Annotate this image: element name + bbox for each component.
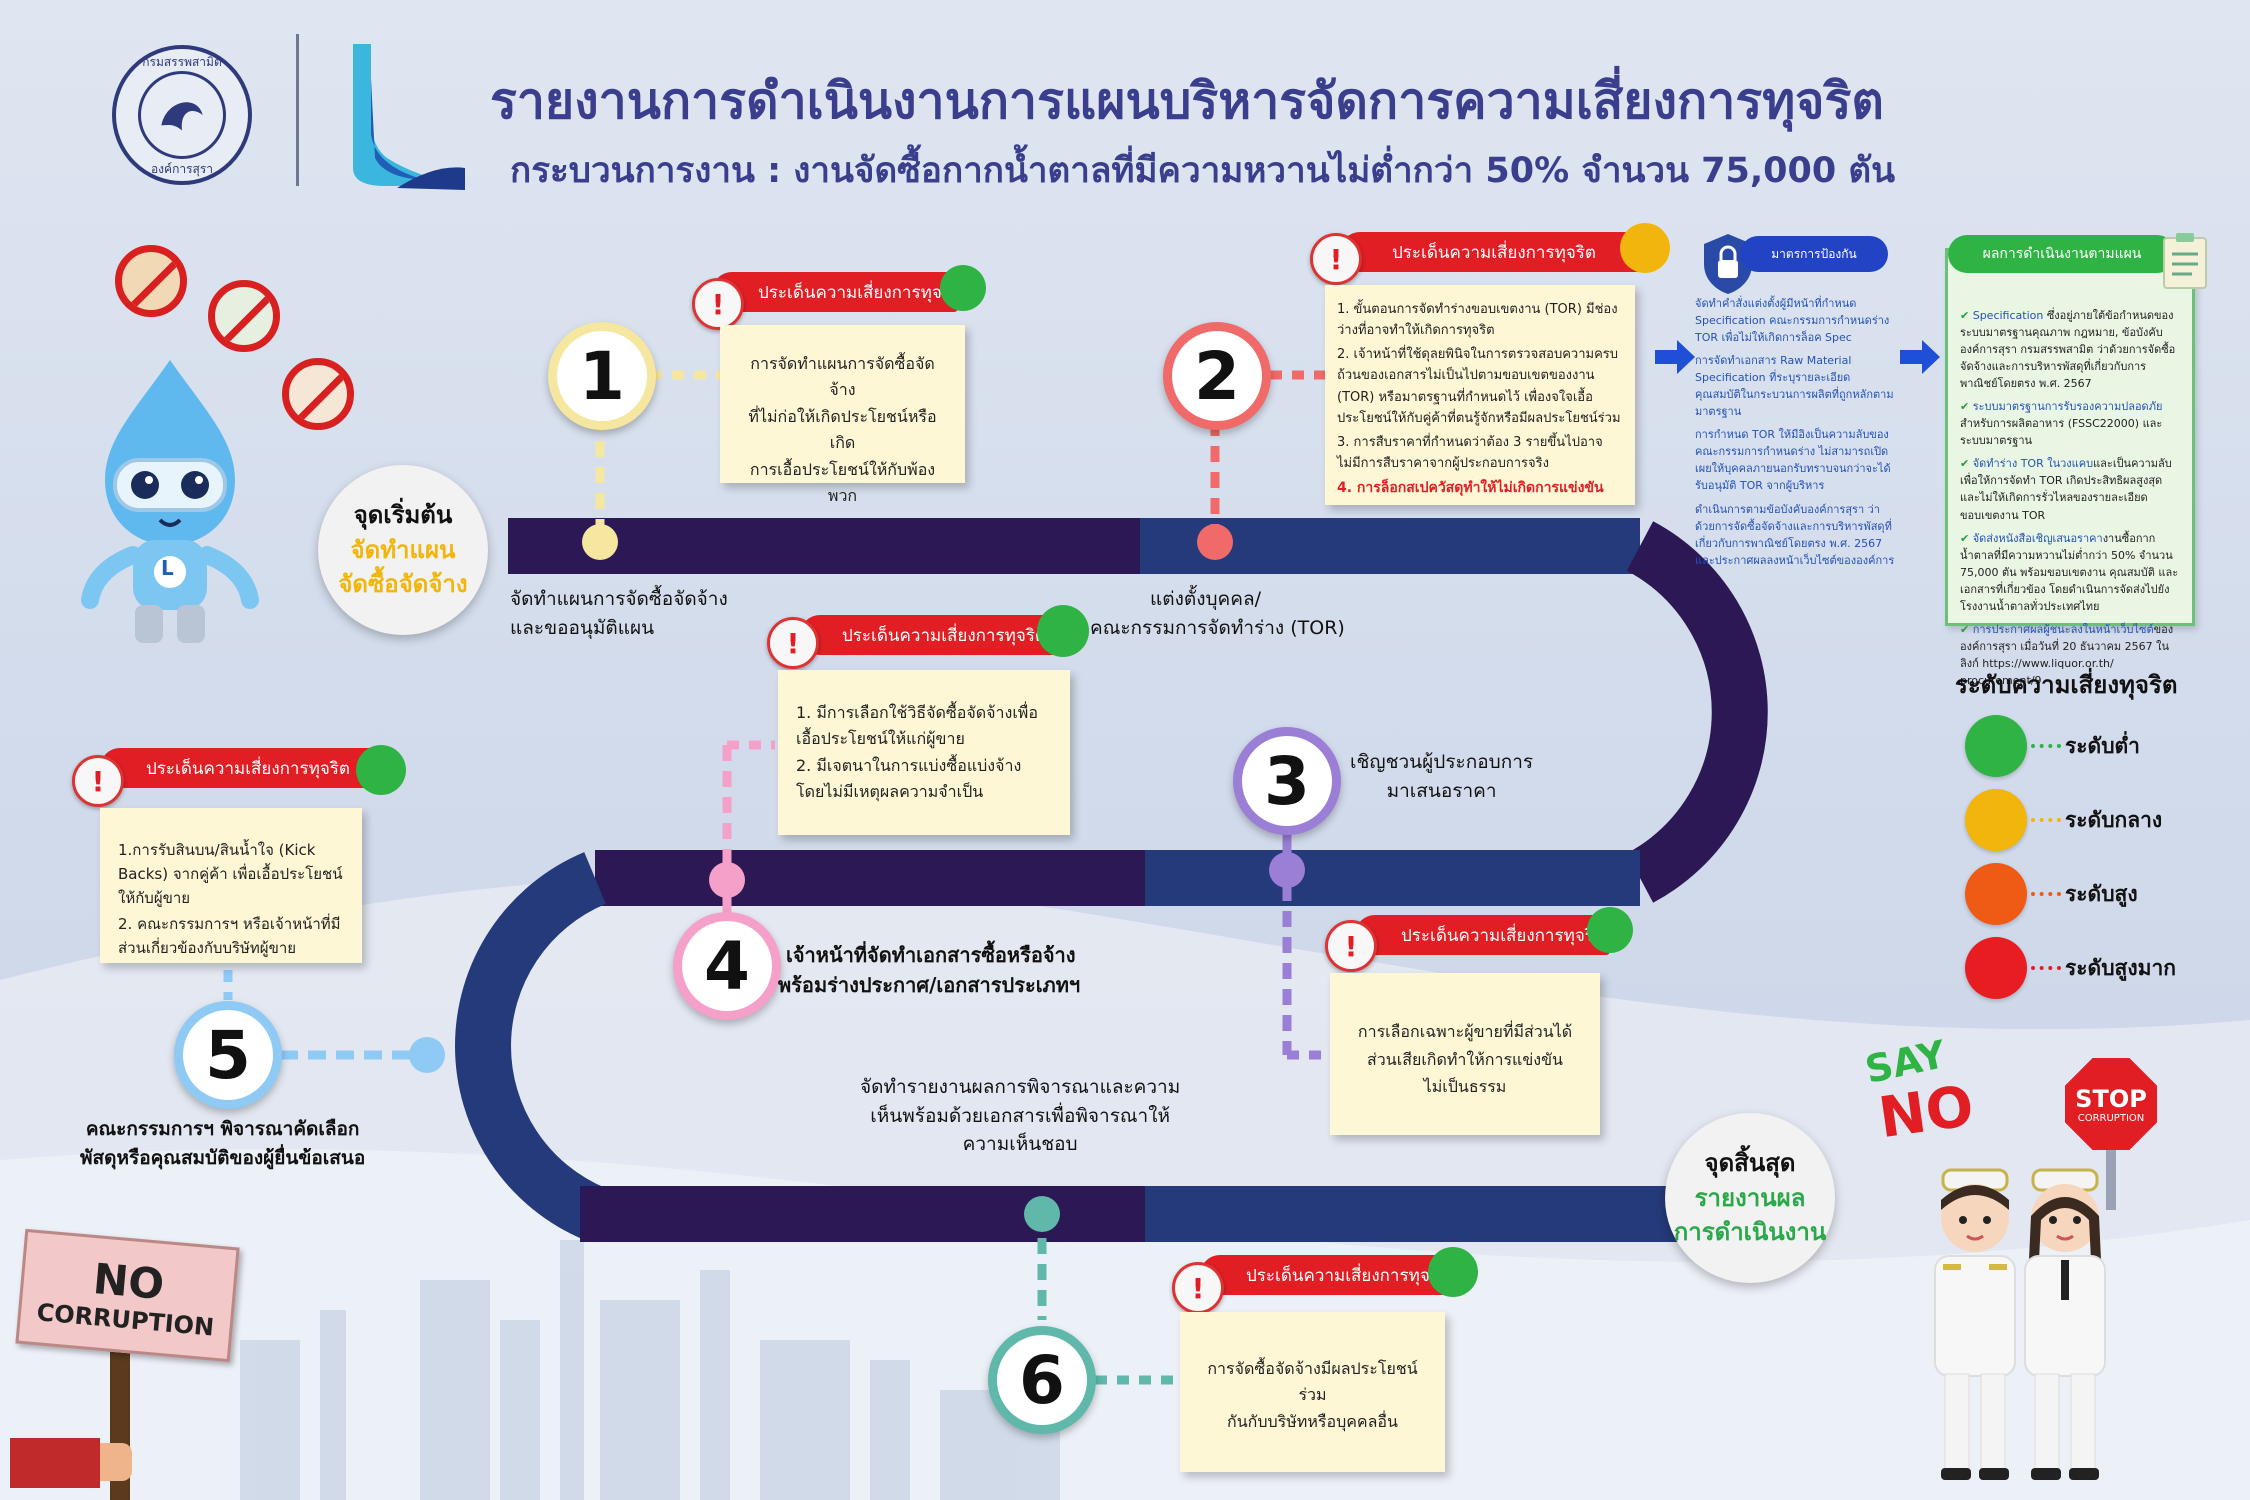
legend-dot <box>1965 789 2027 851</box>
step-5-number: 5 <box>174 1001 282 1109</box>
road-node-5 <box>409 1037 445 1073</box>
end-point: จุดสิ้นสุด รายงานผล การดำเนินงาน <box>1665 1113 1835 1283</box>
no-corruption-sign: NO CORRUPTION <box>10 1228 250 1500</box>
road-node-1 <box>582 524 618 560</box>
step-1-label: จัดทำแผนการจัดซื้อจัดจ้าง และขออนุมัติแผ… <box>510 588 728 639</box>
start-text-1: จัดทำแผน <box>350 535 456 564</box>
step-5-label: คณะกรรมการฯ พิจารณาคัดเลือก พัสดุหรือคุณ… <box>80 1118 366 1169</box>
results-panel: ✔ Specification ซึ่งอยู่ภายใต้ข้อกำหนดขอ… <box>1945 248 2195 687</box>
step-3-label: เชิญชวนผู้ประกอบการ มาเสนอราคา <box>1350 751 1534 802</box>
seal-ring-text-bottom: องค์การสุรา <box>150 162 214 176</box>
start-text-2: จัดซื้อจัดจ้าง <box>338 570 468 599</box>
legend-dot <box>1965 937 2027 999</box>
start-point: จุดเริ่มต้น จัดทำแผน จัดซื้อจัดจ้าง <box>318 465 488 635</box>
risk-5-card: 1.การรับสินบน/สินน้ำใจ (Kick Backs) จากค… <box>100 808 362 963</box>
mascot-badge: L <box>161 556 174 580</box>
say-no-text: NO <box>1874 1073 1978 1152</box>
end-text-2: การดำเนินงาน <box>1673 1218 1827 1247</box>
risk-1-level-dot <box>940 265 986 311</box>
clipboard-icon <box>2163 233 2207 289</box>
risk-6-card: การจัดซื้อจัดจ้างมีผลประโยชน์ร่วม กันกับ… <box>1180 1312 1445 1472</box>
risk-6-level-dot <box>1428 1247 1478 1297</box>
header-divider <box>296 34 299 186</box>
risk-3-alert-icon: ! <box>1325 920 1377 972</box>
result-item: ✔ ระบบมาตรฐานการรับรองความปลอดภัยสำหรับก… <box>1960 400 2163 448</box>
results-heading: ผลการดำเนินงานตามแผน <box>1948 235 2176 273</box>
risk-5-level-dot <box>356 745 406 795</box>
road-node-3 <box>1269 852 1305 888</box>
step-6-number: 6 <box>988 1326 1096 1434</box>
end-title: จุดสิ้นสุด <box>1704 1148 1796 1177</box>
risk-level-legend: ระดับต่ำ ระดับกลาง ระดับสูง ระดับสูงมาก <box>1965 715 2176 999</box>
risk-1-alert-icon: ! <box>692 278 744 330</box>
result-item: ✔ จัดส่งหนังสือเชิญเสนอราคางานซื้อกากน้ำ… <box>1960 531 2179 613</box>
no-gift-icon <box>115 245 187 317</box>
page-title: รายงานการดำเนินงานการแผนบริหารจัดการความ… <box>490 72 1884 130</box>
measures-heading: มาตรการป้องกัน <box>1740 236 1888 272</box>
road-node-2 <box>1197 524 1233 560</box>
risk-4-level-dot <box>1037 605 1089 657</box>
sign-no-text: NO <box>91 1254 167 1310</box>
legend-dot <box>1965 863 2027 925</box>
risk-4-banner: ประเด็นความเสี่ยงการทุจริต <box>800 615 1060 655</box>
start-title: จุดเริ่มต้น <box>353 500 453 529</box>
page-subtitle: กระบวนการงาน : งานจัดซื้อกากน้ำตาลที่มีค… <box>510 151 1896 191</box>
step-6-label: จัดทำรายงานผลการพิจารณาและความ เห็นพร้อม… <box>860 1076 1181 1155</box>
risk-2-banner: ประเด็นความเสี่ยงการทุจริต <box>1340 232 1645 272</box>
risk-2-card: 1. ขั้นตอนการจัดทำร่างขอบเขตงาน (TOR) มี… <box>1325 285 1635 505</box>
step-1-number: 1 <box>548 322 656 430</box>
result-item: ✔ การประกาศผลผู้ชนะลงในหน้าเว็บไซต์ขององ… <box>1960 622 2174 687</box>
risk-1-banner: ประเด็นความเสี่ยงการทุจริต <box>712 272 962 312</box>
no-bribe-icon <box>208 280 280 352</box>
risk-3-level-dot <box>1587 907 1633 953</box>
brand-l-logo <box>353 44 465 190</box>
legend-title: ระดับความเสี่ยงทุจริต <box>1955 671 2178 699</box>
risk-1-card: การจัดทำแผนการจัดซื้อจัดจ้าง ที่ไม่ก่อให… <box>720 325 965 505</box>
risk-4-alert-icon: ! <box>767 617 819 669</box>
risk-6-alert-icon: ! <box>1172 1262 1224 1314</box>
result-item: ✔ จัดทำร่าง TOR ในวงแคบและเป็นความลับ เพ… <box>1960 457 2172 522</box>
no-handshake-icon <box>282 358 354 430</box>
legend-item-low: ระดับต่ำ <box>1965 715 2176 777</box>
stop-corruption-sign: STOP CORRUPTION <box>2065 1058 2157 1150</box>
result-item: ✔ Specification ซึ่งอยู่ภายใต้ข้อกำหนดขอ… <box>1960 309 2176 391</box>
step-2-number: 2 <box>1163 322 1271 430</box>
risk-5-banner: ประเด็นความเสี่ยงการทุจริต <box>100 748 375 788</box>
measure-item: การจัดทำเอกสาร Raw Material Specificatio… <box>1695 354 1894 419</box>
arrow-right-icon <box>1655 340 1695 374</box>
step-3-number: 3 <box>1233 727 1341 835</box>
risk-2-level-dot <box>1620 223 1670 273</box>
step-4-label: เจ้าหน้าที่จัดทำเอกสารซื้อหรือจ้าง พร้อม… <box>778 943 1081 997</box>
risk-5-alert-icon: ! <box>72 755 124 807</box>
measure-item: จัดทำคำสั่งแต่งตั้งผู้มีหน้าที่กำหนด Spe… <box>1695 297 1890 345</box>
end-text-1: รายงานผล <box>1694 1183 1806 1212</box>
risk-3-banner: ประเด็นความเสี่ยงการทุจริต <box>1355 915 1610 955</box>
road-node-4 <box>709 862 745 898</box>
measure-item: ดำเนินการตามข้อบังคับองค์การสุรา ว่าด้วย… <box>1695 502 1895 567</box>
org-seal-logo: กรมสรรพสามิต องค์การสุรา <box>112 45 252 185</box>
step-4-number: 4 <box>673 912 781 1020</box>
road-node-6 <box>1024 1196 1060 1232</box>
legend-item-high: ระดับสูง <box>1965 863 2176 925</box>
water-drop-mascot: L <box>65 350 275 650</box>
risk-3-card: การเลือกเฉพาะผู้ขายที่มีส่วนได้ ส่วนเสีย… <box>1330 973 1600 1135</box>
say-no-graphic: SAY NO <box>1861 1032 1985 1155</box>
arrow-right-icon <box>1900 340 1940 374</box>
officers-illustration <box>1934 1168 2106 1480</box>
risk-4-card: 1. มีการเลือกใช้วิธีจัดซื้อจัดจ้างเพื่อเ… <box>778 670 1070 835</box>
legend-dot <box>1965 715 2027 777</box>
risk-2-alert-icon: ! <box>1310 233 1362 285</box>
risk-6-banner: ประเด็นความเสี่ยงการทุจริต <box>1200 1255 1450 1295</box>
step-2-label: แต่งตั้งบุคคล/ คณะกรรมการจัดทำร่าง (TOR) <box>1090 588 1345 639</box>
measure-item: การกำหนด TOR ให้มีอิงเป็นความลับของคณะกร… <box>1695 428 1891 493</box>
legend-item-medium: ระดับกลาง <box>1965 789 2176 851</box>
seal-ring-text-top: กรมสรรพสามิต <box>142 55 222 69</box>
measures-list: จัดทำคำสั่งแต่งตั้งผู้มีหน้าที่กำหนด Spe… <box>1695 295 1895 575</box>
legend-item-very-high: ระดับสูงมาก <box>1965 937 2176 999</box>
